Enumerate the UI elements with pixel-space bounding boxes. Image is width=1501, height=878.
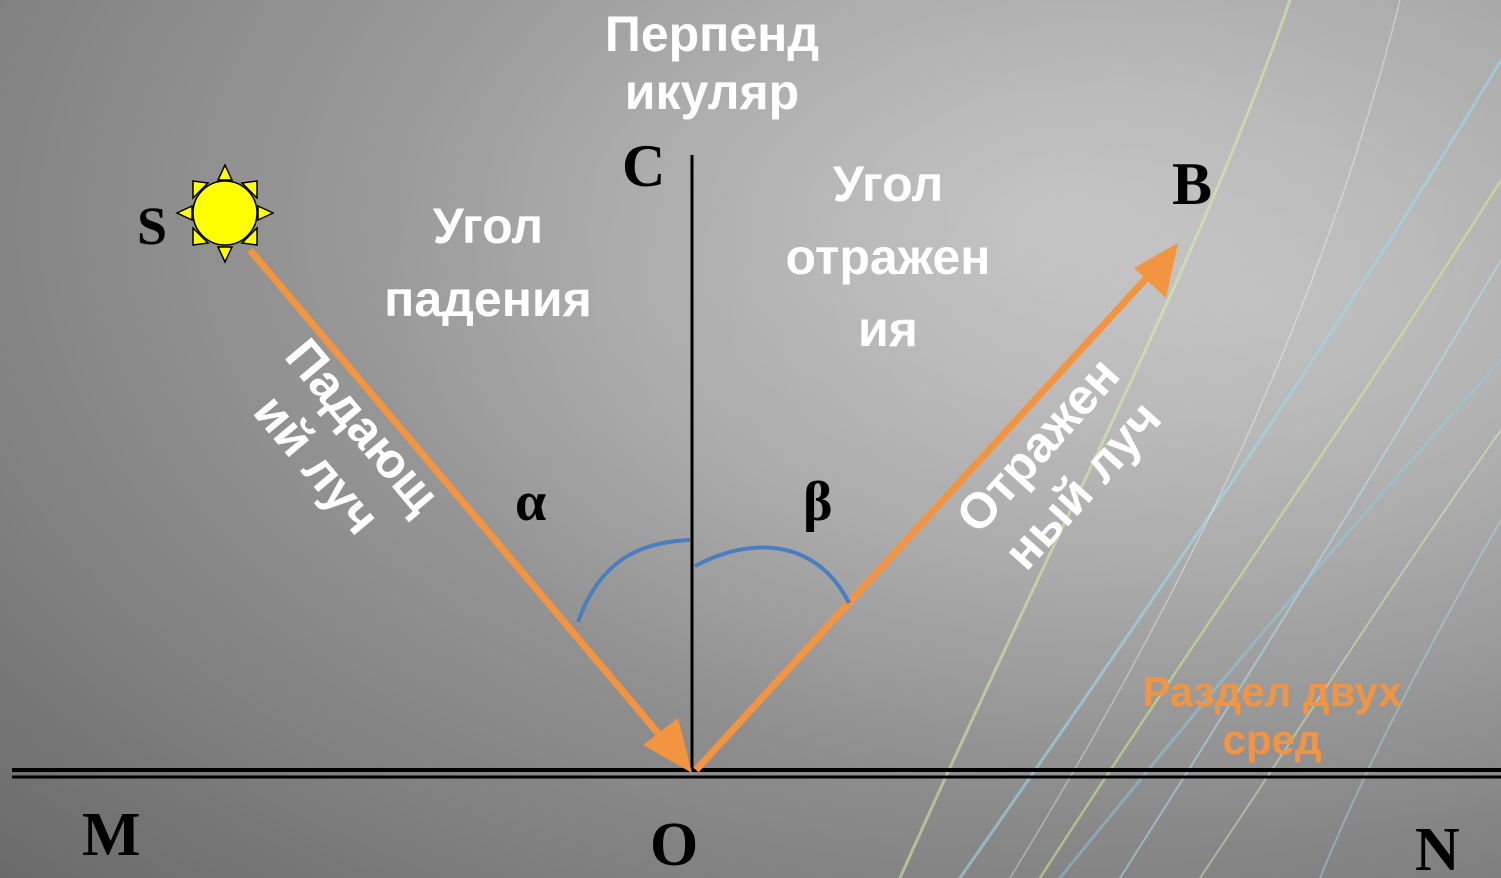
angle-incidence-label: Угол падения	[384, 198, 592, 327]
point-label-s: S	[137, 196, 168, 256]
angle-beta-arc	[694, 545, 851, 604]
angle-reflection-label: Угол отражен ия	[785, 156, 991, 357]
incident-ray	[247, 247, 692, 773]
point-label-m: M	[82, 801, 141, 869]
reflected-ray	[693, 243, 1178, 773]
interface-line	[12, 768, 1501, 779]
angle-label-beta: β	[803, 471, 833, 533]
interface-label: Раздел двух сред	[1142, 668, 1402, 764]
point-label-o: O	[650, 811, 699, 878]
point-label-c: C	[622, 133, 666, 199]
point-label-b: B	[1172, 151, 1213, 217]
point-label-n: N	[1415, 816, 1460, 878]
angle-label-alpha: α	[515, 471, 547, 533]
angle-alpha-arc	[576, 538, 691, 623]
perpendicular-label: Перпенд икуляр	[604, 6, 820, 120]
sun-icon	[175, 163, 275, 264]
